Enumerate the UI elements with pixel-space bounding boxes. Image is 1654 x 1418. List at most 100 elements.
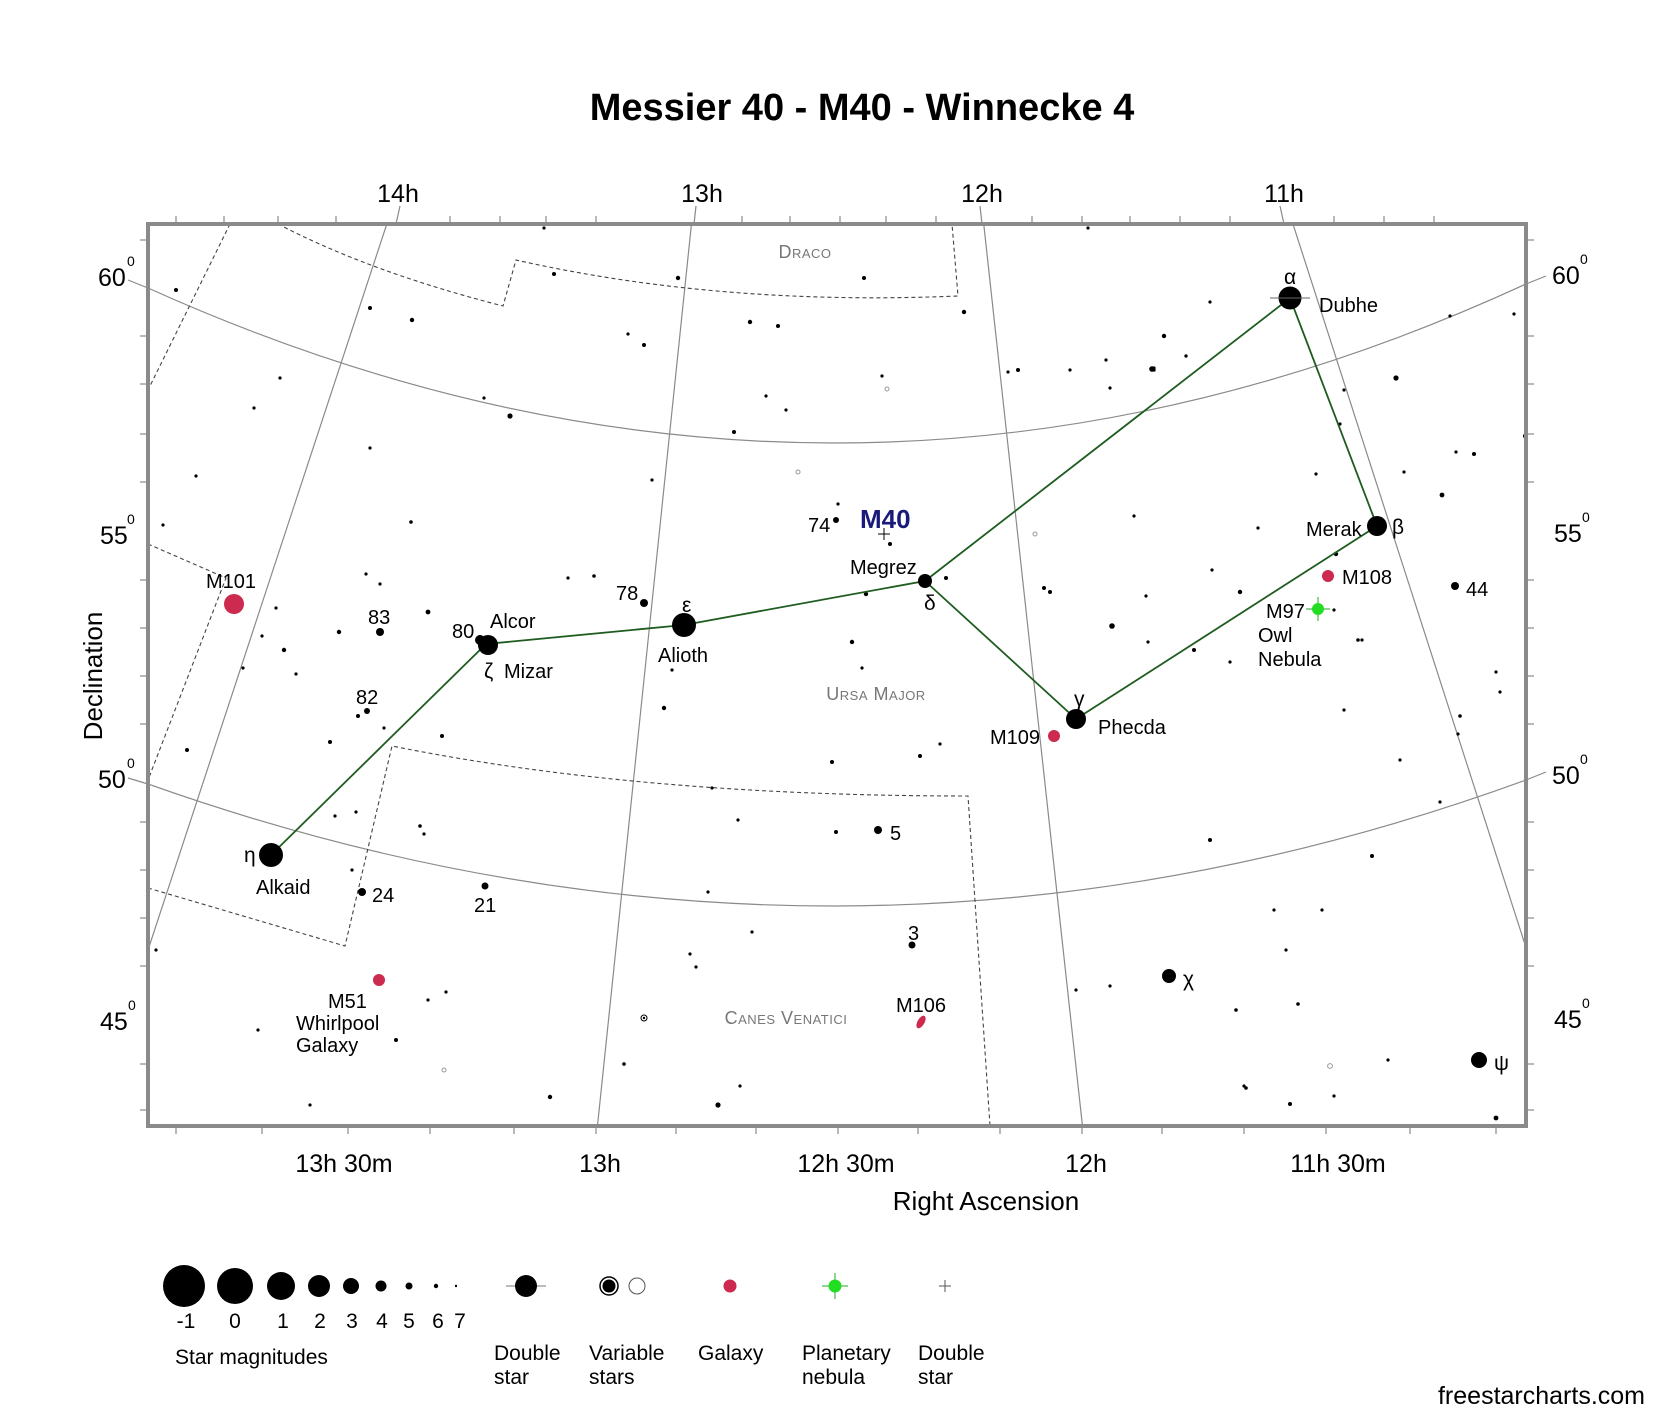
svg-text:0: 0: [1580, 751, 1588, 767]
label-m106: M106: [896, 995, 946, 1017]
label-m51: M51: [328, 991, 367, 1013]
galaxy-m101: [224, 594, 244, 614]
label-dubhe: Dubhe: [1319, 295, 1378, 317]
dec-right-label: 60: [1552, 262, 1580, 290]
background-stars: [154, 226, 1526, 1121]
star-alioth: [672, 613, 696, 637]
galaxy-m51: [373, 974, 385, 986]
galaxy-m108: [1322, 570, 1334, 582]
label-star-24: 24: [372, 885, 394, 907]
greek-beta: β: [1392, 516, 1404, 539]
label-star-74: 74: [808, 515, 830, 537]
star-24: [358, 888, 366, 896]
constellation-boundaries: [148, 224, 991, 1126]
legend-variable-stars-label: Variable: [589, 1342, 665, 1365]
legend-mag-0: [217, 1268, 253, 1304]
ra-13h-line: [596, 224, 693, 1126]
label-mizar: Mizar: [504, 661, 553, 683]
legend-mag-label: 3: [346, 1310, 358, 1333]
galaxy-m109: [1048, 730, 1060, 742]
svg-text:0: 0: [127, 253, 135, 269]
label-m109: M109: [990, 727, 1040, 749]
greek-psi: ψ: [1494, 1052, 1509, 1075]
legend-mag-3: [343, 1278, 359, 1294]
legend-mag-5: [405, 1282, 413, 1290]
legend-mag-label: -1: [177, 1310, 196, 1333]
dec-right-label: 55: [1554, 520, 1582, 548]
star-5: [874, 826, 882, 834]
star-44: [1451, 582, 1459, 590]
label-star-44: 44: [1466, 579, 1488, 601]
legend-magnitudes-caption: Star magnitudes: [175, 1346, 328, 1369]
legend-double-star-cross-icon: [939, 1280, 951, 1292]
star-chi: [1162, 969, 1176, 983]
greek-epsilon: ε: [682, 594, 691, 617]
legend-mag-label: 6: [432, 1310, 444, 1333]
label-phecda: Phecda: [1098, 717, 1167, 739]
grid-lines: Draco Ursa Major Canes Venatici: [148, 224, 1526, 1126]
star-21: [481, 882, 489, 890]
dec-left-label: 60: [98, 264, 126, 292]
star-alcor: [475, 635, 485, 645]
ra-12h-line: [983, 224, 1084, 1126]
greek-zeta: ζ: [484, 660, 493, 683]
legend-mag-4: [375, 1280, 387, 1292]
legend-variable-star-open-icon: [628, 1277, 646, 1295]
dec-50-line: [148, 779, 1526, 907]
label-star-80: 80: [452, 621, 474, 643]
greek-chi: χ: [1183, 968, 1194, 991]
star-psi: [1471, 1052, 1487, 1068]
star-merak: [1367, 516, 1387, 536]
legend-mag-6: [433, 1283, 439, 1289]
legend-mag-2: [308, 1275, 330, 1297]
legend-double-star-2-label: Double: [918, 1342, 985, 1365]
label-star-82: 82: [356, 687, 378, 709]
star-phecda: [1066, 709, 1086, 729]
svg-text:0: 0: [127, 755, 135, 771]
label-m108: M108: [1342, 567, 1392, 589]
ra-top-label: 13h: [681, 180, 723, 208]
star-alkaid: [259, 843, 283, 867]
svg-text:0: 0: [127, 511, 135, 527]
legend-mag-1: [267, 1272, 295, 1300]
galaxy-m106: [916, 1015, 926, 1029]
star-74: [833, 517, 839, 523]
star-megrez: [918, 574, 932, 588]
legend-mag-neg1: [163, 1265, 205, 1307]
label-alcor: Alcor: [490, 611, 536, 633]
nebula-m97: [1306, 597, 1330, 621]
label-megrez: Megrez: [850, 557, 917, 579]
label-m51-line2: Whirlpool: [296, 1013, 379, 1035]
legend-planetary-nebula-label-2: nebula: [802, 1366, 865, 1389]
credit-text: freestarcharts.com: [1438, 1382, 1645, 1410]
legend-mag-label: 2: [314, 1310, 326, 1333]
legend-double-star-label-2: star: [494, 1366, 529, 1389]
dec-left-label: 50: [98, 766, 126, 794]
target-label-m40: M40: [860, 504, 911, 534]
x-axis-title: Right Ascension: [893, 1186, 1079, 1216]
svg-text:0: 0: [1580, 251, 1588, 267]
legend-double-star-icon: [515, 1275, 537, 1297]
dec-left-label: 55: [100, 522, 128, 550]
label-star-78: 78: [616, 583, 638, 605]
legend-mag-label: 5: [403, 1310, 415, 1333]
star-83: [376, 628, 384, 636]
label-alioth: Alioth: [658, 645, 708, 667]
ra-top-label: 12h: [961, 180, 1003, 208]
faint-markers: [441, 386, 1333, 1073]
svg-text:0: 0: [1582, 509, 1590, 525]
dec-right-label: 50: [1552, 762, 1580, 790]
legend: -1 0 1 2 3 4 5 6 7 Star magnitudes Doubl…: [163, 1265, 985, 1389]
big-dipper-asterism: [270, 296, 1379, 856]
ra-top-label: 14h: [377, 180, 419, 208]
ra-top-label: 11h: [1264, 180, 1304, 208]
label-star-83: 83: [368, 607, 390, 629]
frame-ticks: [140, 216, 1534, 1134]
legend-mag-label: 0: [229, 1310, 241, 1333]
svg-text:0: 0: [128, 997, 136, 1013]
dec-right-label: 45: [1554, 1006, 1582, 1034]
label-m97: M97: [1266, 601, 1305, 623]
legend-mag-label: 1: [277, 1310, 289, 1333]
legend-double-star-2-label-2: star: [918, 1366, 953, 1389]
label-m51-line3: Galaxy: [296, 1035, 358, 1057]
